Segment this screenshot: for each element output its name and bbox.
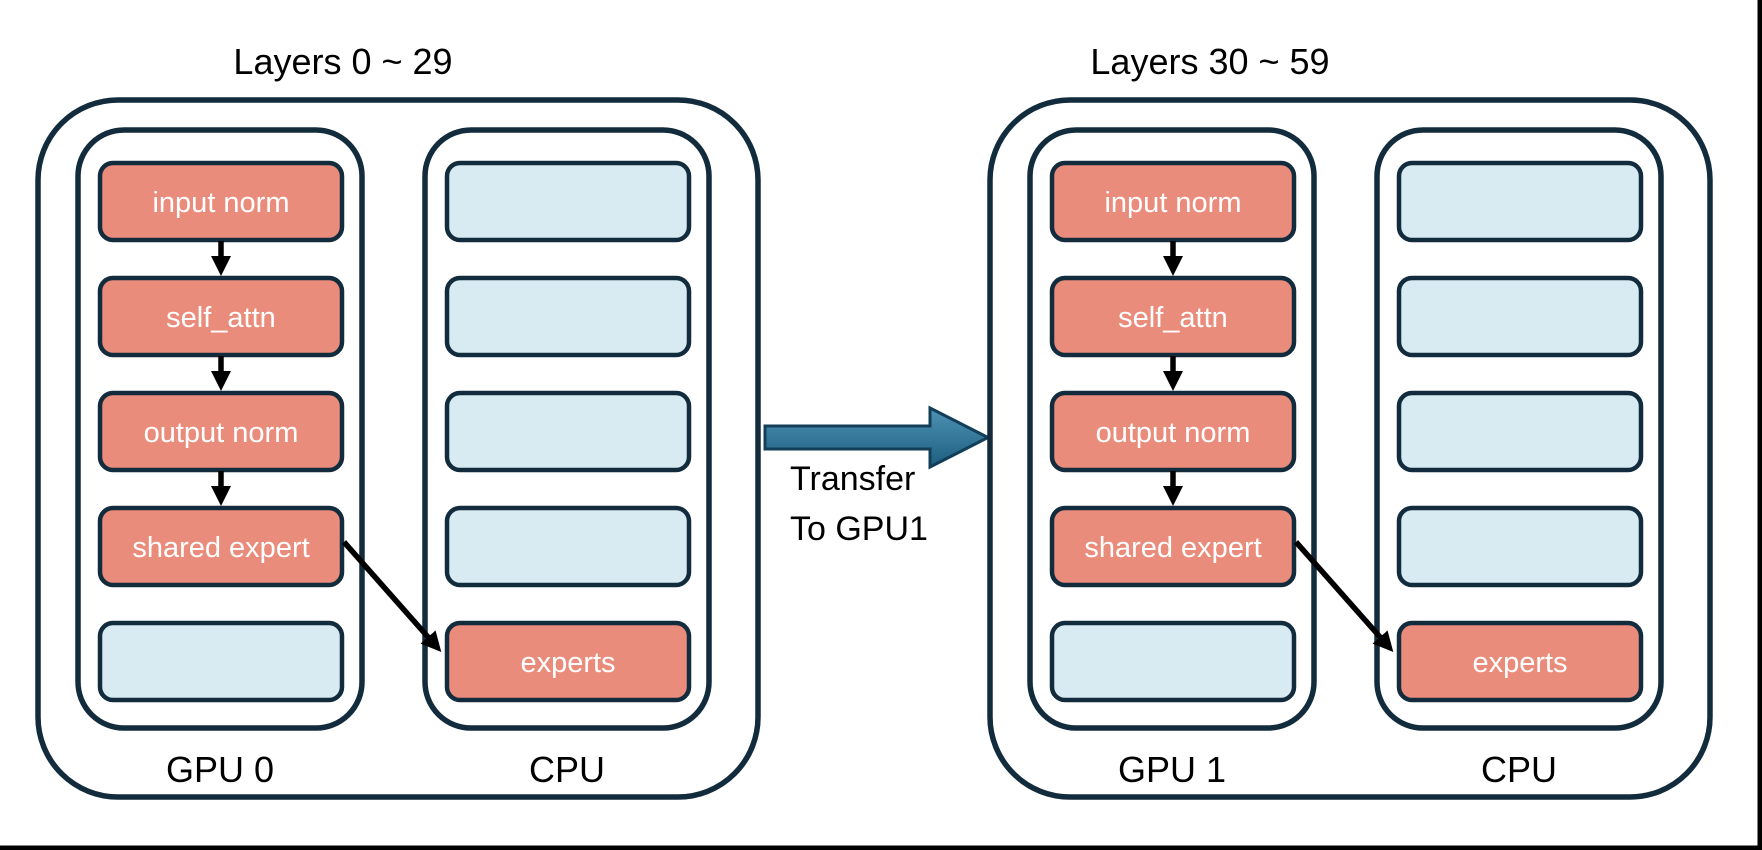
cpu-label: CPU <box>1481 749 1557 790</box>
offload-arrow-icon <box>1293 540 1394 652</box>
layer-box-label: self_attn <box>166 302 276 334</box>
group-layers-30-59: Layers 30 ~ 59 input norm self_attn outp… <box>987 41 1713 800</box>
layer-box-label: input norm <box>1104 187 1241 219</box>
cpu-slot-empty <box>1396 160 1644 243</box>
right-frame-border <box>1757 0 1762 850</box>
layer-box-self-attn <box>97 275 345 358</box>
cpu-label: CPU <box>529 749 605 790</box>
layer-box-empty <box>1049 620 1297 703</box>
cpu-slot-empty <box>444 160 692 243</box>
layer-box-label: shared expert <box>1084 532 1261 564</box>
transfer-label-line2: To GPU1 <box>790 510 928 548</box>
layer-box-label: input norm <box>152 187 289 219</box>
cpu-slot-empty <box>1396 505 1644 588</box>
layer-box-output-norm <box>1049 390 1297 473</box>
group-title: Layers 0 ~ 29 <box>233 41 452 82</box>
layer-box-input-norm <box>1049 160 1297 243</box>
layer-box-label: output norm <box>144 417 299 449</box>
cpu-slot-empty <box>1396 390 1644 473</box>
bottom-frame-border <box>0 845 1762 850</box>
layer-box-label: output norm <box>1096 417 1251 449</box>
cpu-slot-empty <box>444 390 692 473</box>
layer-box-shared-expert <box>1049 505 1297 588</box>
group-title: Layers 30 ~ 59 <box>1090 41 1329 82</box>
cpu-slot-empty <box>444 505 692 588</box>
layer-box-experts <box>444 620 692 703</box>
layer-box-experts <box>1396 620 1644 703</box>
layer-box-label: self_attn <box>1118 302 1228 334</box>
cpu-slot-empty <box>1396 275 1644 358</box>
transfer-label-line1: Transfer <box>790 460 915 498</box>
group-layers-0-29: Layers 0 ~ 29 input norm self_attn outpu… <box>35 41 761 800</box>
offload-arrow-icon <box>341 540 442 652</box>
cpu-slot-empty <box>444 275 692 358</box>
layer-box-label: shared expert <box>132 532 309 564</box>
layer-box-empty <box>97 620 345 703</box>
transfer-annotation: Transfer To GPU1 <box>763 405 992 548</box>
transfer-arrow-icon <box>763 405 992 470</box>
layer-box-label: experts <box>520 647 615 679</box>
gpu-label: GPU 1 <box>1118 749 1226 790</box>
layer-box-output-norm <box>97 390 345 473</box>
layer-box-input-norm <box>97 160 345 243</box>
layer-box-label: experts <box>1472 647 1567 679</box>
layer-box-self-attn <box>1049 275 1297 358</box>
layer-box-shared-expert <box>97 505 345 588</box>
gpu-label: GPU 0 <box>166 749 274 790</box>
